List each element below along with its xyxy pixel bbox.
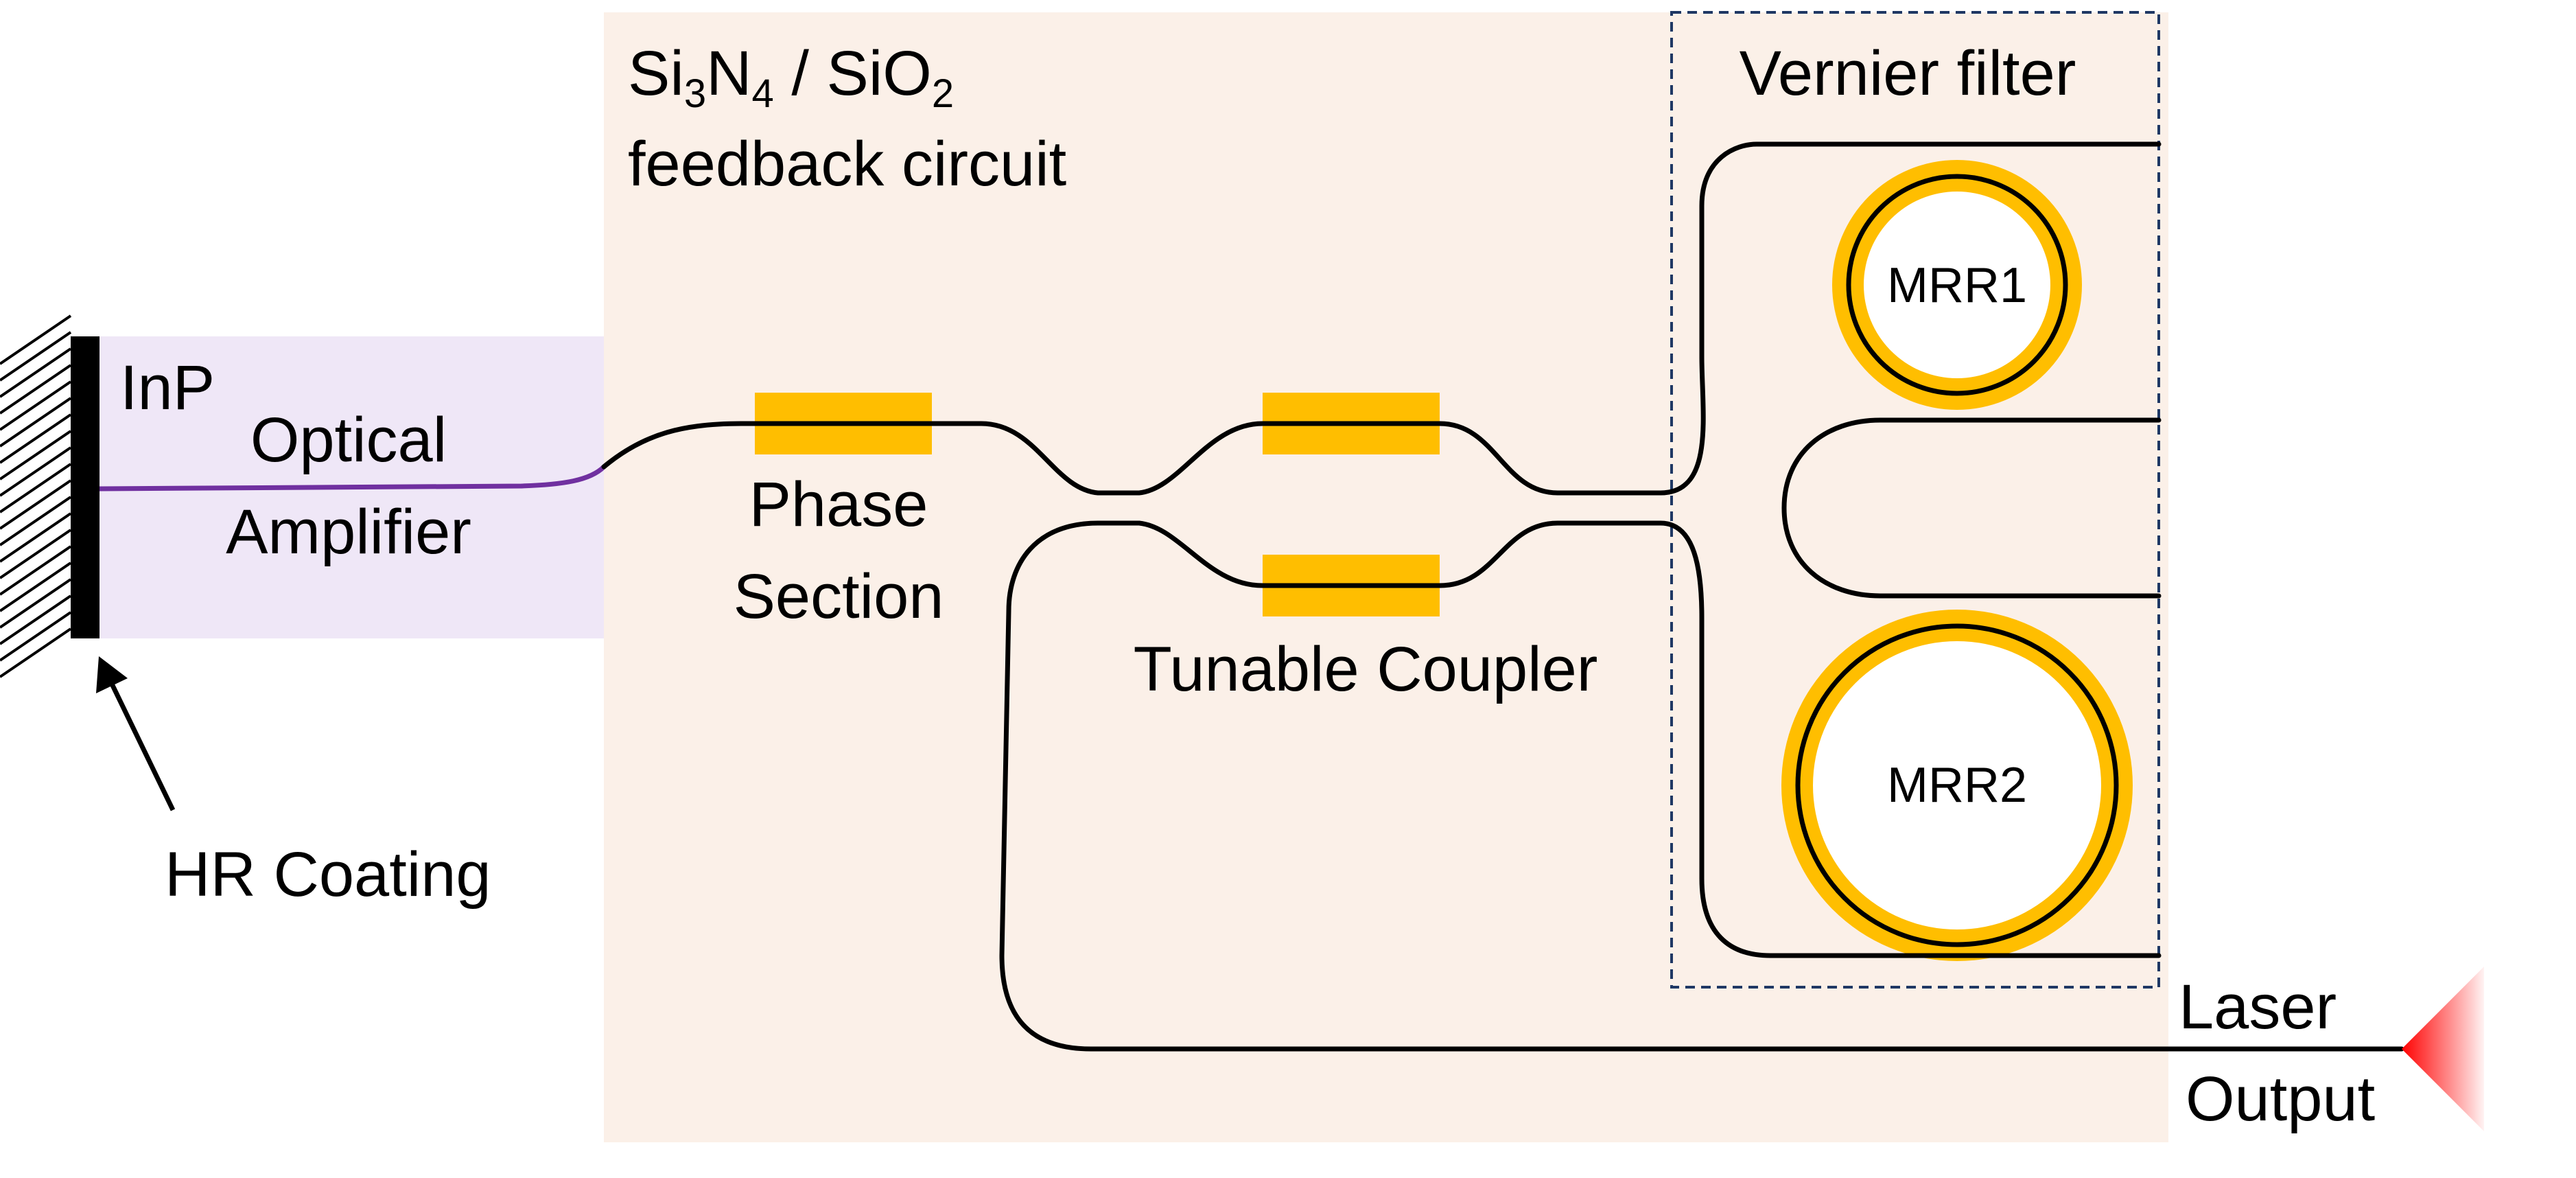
mrr2-label: MRR2 — [1887, 758, 2027, 813]
hatch-line — [0, 331, 72, 382]
laser-output-label-line2: Output — [2186, 1064, 2375, 1134]
mrr2-ring — [1795, 623, 2119, 947]
hatch-line — [0, 594, 72, 645]
hatch-line — [0, 578, 72, 629]
feedback-loop-waveguide — [999, 520, 2404, 1052]
amplifier-label-line2: Amplifier — [226, 497, 471, 567]
hatch-line — [0, 562, 72, 612]
vernier-filter-box — [1670, 11, 2160, 989]
ring-connector-waveguide — [1781, 417, 2162, 599]
phase-section-label-line2: Section — [734, 562, 944, 632]
platform-label-line2: feedback circuit — [628, 129, 1066, 199]
phase-section-label-line1: Phase — [749, 470, 928, 540]
arrow-icon — [96, 656, 176, 811]
hatch-line — [0, 314, 72, 365]
hr-coating-icon — [0, 314, 99, 678]
mrr1-label: MRR1 — [1887, 258, 2027, 313]
hatch-line — [0, 380, 72, 431]
laser-output-label-line1: Laser — [2179, 972, 2337, 1042]
hatch-line — [0, 479, 72, 530]
hatch-line — [0, 463, 72, 513]
waveguides — [601, 141, 2404, 1052]
amplifier-waveguide — [99, 465, 606, 492]
hatch-line — [0, 347, 72, 398]
amplifier-label-line1: Optical — [250, 405, 447, 475]
hatch-line — [0, 364, 72, 415]
mrr1-heater-inner — [1864, 192, 2050, 378]
hatch-line — [0, 627, 72, 678]
mrr2-heater-inner — [1813, 641, 2101, 929]
mrr1-ring — [1846, 174, 2068, 396]
upper-bus-waveguide — [601, 141, 2162, 496]
hatch-line — [0, 446, 72, 497]
tunable-coupler-label: Tunable Coupler — [1134, 634, 1598, 704]
hatch-line — [0, 529, 72, 579]
hatch-line — [0, 413, 72, 464]
hatch-line — [0, 496, 72, 546]
lower-bus-waveguide — [1136, 520, 2162, 958]
hr-coating-label: HR Coating — [165, 840, 491, 910]
hatch-line — [0, 430, 72, 481]
vernier-filter-label: Vernier filter — [1740, 38, 2076, 108]
hatch-line — [0, 397, 72, 448]
platform-label-line1: Si3N4 / SiO2 — [628, 38, 954, 116]
inp-label: InP — [120, 353, 215, 423]
hatch-line — [0, 611, 72, 662]
red-beam-cone-icon — [2402, 967, 2484, 1131]
hatch-line — [0, 512, 72, 563]
hatch-line — [0, 545, 72, 596]
